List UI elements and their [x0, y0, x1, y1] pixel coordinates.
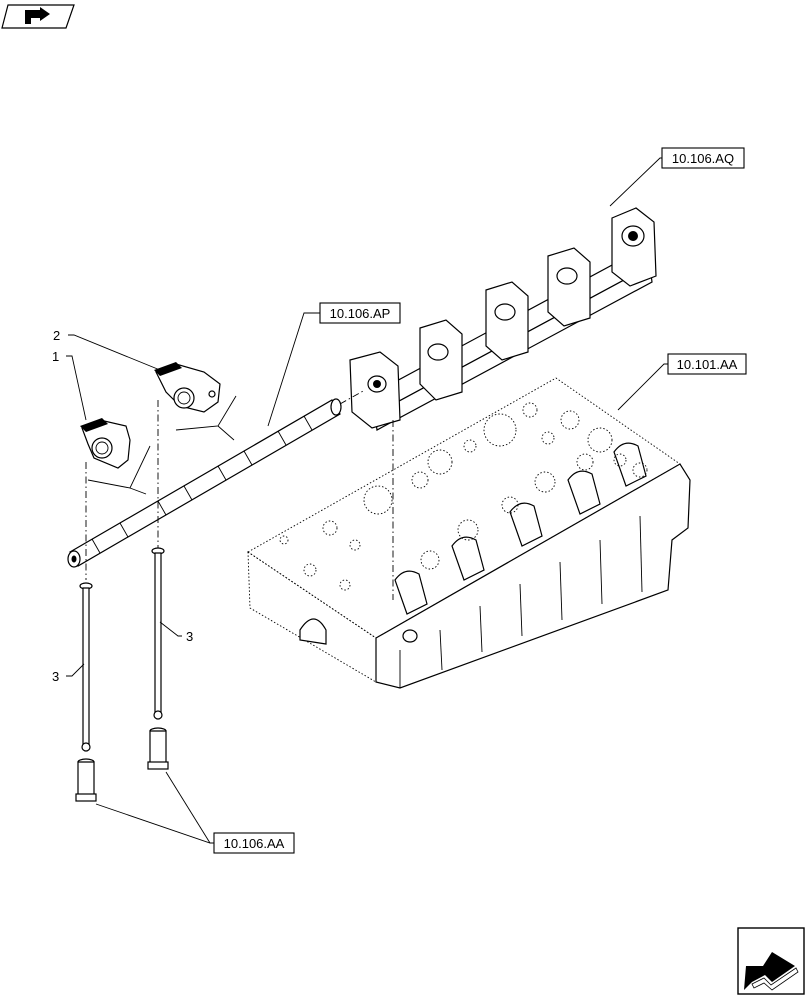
push-rod-left: [79, 582, 93, 752]
ref-label-aq: 10.106.AQ: [672, 151, 734, 166]
push-rod-right: [151, 547, 165, 720]
ref-box-tappet[interactable]: 10.106.AA: [213, 832, 295, 854]
rocker-support-beam: [349, 207, 657, 431]
rocker-arm-1: [80, 418, 131, 469]
callout-3-left: 3: [52, 669, 59, 684]
ref-label-tappet: 10.106.AA: [224, 836, 285, 851]
rocker-shaft: [67, 398, 342, 568]
ref-box-head[interactable]: 10.101.AA: [667, 353, 747, 375]
ref-label-head: 10.101.AA: [677, 357, 738, 372]
cylinder-head: [247, 377, 691, 689]
leader-lines: [66, 157, 668, 844]
rocker-arm-2: [154, 362, 221, 413]
ref-label-ap: 10.106.AP: [330, 306, 391, 321]
ref-box-aq[interactable]: 10.106.AQ: [661, 147, 745, 169]
center-lines: [85, 389, 394, 600]
callout-2: 2: [53, 328, 60, 343]
forward-arrow-icon[interactable]: [1, 4, 75, 29]
callout-3-right: 3: [186, 629, 193, 644]
tappet-right: [147, 727, 169, 770]
next-page-arrow-icon[interactable]: [737, 927, 805, 995]
ref-box-ap[interactable]: 10.106.AP: [319, 302, 401, 324]
break-marks: [87, 395, 237, 495]
callout-1: 1: [52, 349, 59, 364]
tappet-left: [75, 758, 97, 802]
